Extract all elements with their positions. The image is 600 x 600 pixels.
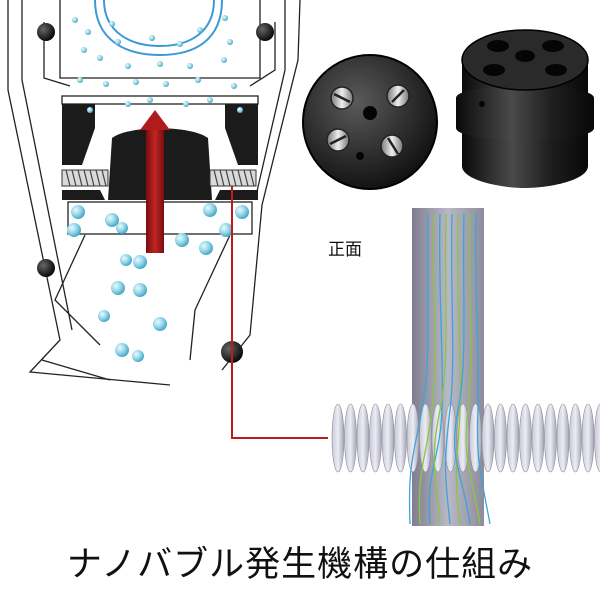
fin-disc xyxy=(519,403,532,473)
fin-disc xyxy=(581,403,595,473)
front-label: 正面 xyxy=(328,240,362,260)
bubble xyxy=(203,203,217,217)
flow-line xyxy=(474,213,491,525)
impeller-ring xyxy=(94,0,223,57)
bubble xyxy=(237,107,243,113)
bubble xyxy=(219,223,233,237)
bubble xyxy=(77,77,83,83)
fin-disc xyxy=(356,403,370,473)
bubble xyxy=(147,97,153,103)
flow-line xyxy=(418,213,436,525)
fin-disc xyxy=(531,403,545,473)
bubble xyxy=(187,63,193,69)
fin-disc xyxy=(544,403,557,473)
bubble xyxy=(125,63,131,69)
bubble xyxy=(87,107,93,113)
bubble xyxy=(133,283,147,297)
bubble xyxy=(111,281,125,295)
bubble xyxy=(133,255,147,269)
bubble xyxy=(231,83,237,89)
bubble xyxy=(177,41,183,47)
fin-disc xyxy=(369,403,382,473)
fin-disc xyxy=(331,403,345,473)
flow-arrow-icon xyxy=(140,110,170,253)
bubble xyxy=(235,205,249,219)
bubble xyxy=(116,222,128,234)
bubble xyxy=(105,213,119,227)
bubble xyxy=(199,241,213,255)
bubble xyxy=(157,61,163,67)
flow-line xyxy=(428,213,444,525)
bubble xyxy=(81,47,87,53)
bubble xyxy=(207,97,213,103)
bubble xyxy=(97,55,103,61)
bubble xyxy=(98,310,110,322)
cross-section xyxy=(7,0,301,386)
lead-line xyxy=(231,186,328,439)
bubble xyxy=(125,101,131,107)
flow-line xyxy=(433,213,447,525)
fin-disc xyxy=(506,403,520,473)
bubble xyxy=(163,81,169,87)
bubble xyxy=(103,81,109,87)
fin-disc xyxy=(594,403,600,473)
bubble xyxy=(197,27,203,33)
fin-disc xyxy=(406,403,420,473)
flow-detail xyxy=(331,208,600,526)
bubble xyxy=(175,233,189,247)
bubble xyxy=(133,79,139,85)
bubble xyxy=(72,17,78,23)
flow-line xyxy=(444,213,454,525)
bubble xyxy=(149,35,155,41)
nozzle-front-icon xyxy=(302,54,438,190)
bubble xyxy=(109,21,115,27)
bubble xyxy=(115,343,129,357)
nozzle-side-icon xyxy=(456,29,594,188)
bubble xyxy=(132,350,144,362)
fin-disc xyxy=(419,403,432,473)
bubble xyxy=(120,254,132,266)
fin-disc xyxy=(569,403,582,473)
bubble xyxy=(183,101,189,107)
fin-disc xyxy=(556,403,570,473)
bubble xyxy=(153,317,167,331)
fin-disc xyxy=(494,403,507,473)
fin-disc xyxy=(394,403,407,473)
fin-disc xyxy=(344,403,357,473)
bubble xyxy=(222,15,228,21)
flow-line xyxy=(408,213,429,525)
bubble xyxy=(67,223,81,237)
fin-disc xyxy=(381,403,395,473)
bubble xyxy=(221,57,227,63)
bubble xyxy=(85,29,91,35)
bubble xyxy=(71,205,85,219)
flow-line xyxy=(465,213,481,525)
bubbles xyxy=(67,15,249,362)
bubble xyxy=(115,39,121,45)
o-ring-balls xyxy=(37,23,274,363)
flow-line xyxy=(453,213,471,525)
threaded-rods xyxy=(61,169,257,187)
fin-disc xyxy=(481,403,495,473)
bubble xyxy=(195,77,201,83)
bubble xyxy=(227,39,233,45)
diagram-caption: ナノバブル発生機構の仕組み xyxy=(66,545,534,585)
